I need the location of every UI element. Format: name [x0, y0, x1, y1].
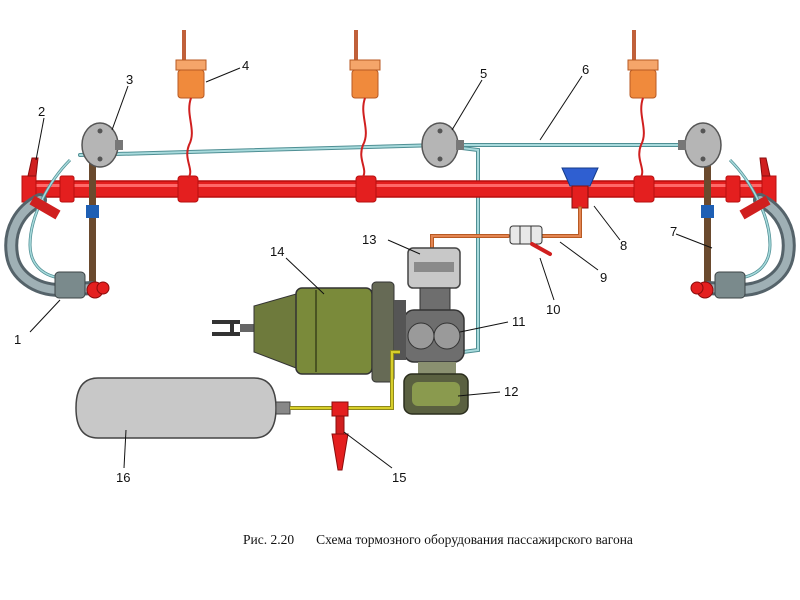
auxiliary-reservoir-icon	[75, 377, 291, 439]
main-part-bracket-icon	[403, 362, 469, 415]
callout-3: 3	[126, 72, 133, 87]
callout-15: 15	[392, 470, 406, 485]
electric-distributor-icon	[407, 247, 461, 289]
dust-collector-icon	[561, 167, 599, 209]
callout-14: 14	[270, 244, 284, 259]
callout-9: 9	[600, 270, 607, 285]
junction-box-right-icon	[678, 122, 722, 168]
end-hose-left-icon	[4, 158, 110, 299]
air-distributor-icon	[398, 287, 465, 363]
blue-valve-left-icon	[86, 205, 99, 218]
figure-caption: Рис. 2.20 Схема тормозного оборудования п…	[243, 532, 633, 548]
end-hose-right-icon	[690, 158, 796, 299]
callout-10: 10	[546, 302, 560, 317]
callout-12: 12	[504, 384, 518, 399]
solenoid-valve-1-icon	[175, 30, 207, 179]
end-cock-left-icon	[21, 157, 39, 203]
figure-title: Схема тормозного оборудования пассажирск…	[316, 532, 633, 547]
callout-5: 5	[480, 66, 487, 81]
callout-16: 16	[116, 470, 130, 485]
callout-1: 1	[14, 332, 21, 347]
callout-leaders	[29, 67, 713, 469]
end-cock-right-icon	[759, 157, 777, 203]
callout-4: 4	[242, 58, 249, 73]
callout-11: 11	[512, 314, 526, 329]
feed-pipe-icon	[430, 206, 582, 254]
callout-2: 2	[38, 104, 45, 119]
junction-box-left-icon	[81, 122, 123, 168]
blue-valve-right-icon	[701, 205, 714, 218]
callout-8: 8	[620, 238, 627, 253]
figure-number: Рис. 2.20	[243, 532, 295, 547]
junction-box-middle-icon	[421, 122, 464, 168]
release-valve-icon	[331, 401, 349, 471]
callout-13: 13	[362, 232, 376, 247]
callout-numbers: 1 2 3 4 5 6 7 8 9 10 11 12 13 14 15 16	[14, 58, 677, 485]
callout-6: 6	[582, 62, 589, 77]
solenoid-valve-3-icon	[627, 30, 659, 179]
brake-cylinder-icon	[212, 281, 406, 383]
disconnect-valve-icon	[509, 225, 552, 256]
callout-7: 7	[670, 224, 677, 239]
solenoid-valve-2-icon	[349, 30, 381, 179]
brake-pipe	[24, 175, 776, 203]
